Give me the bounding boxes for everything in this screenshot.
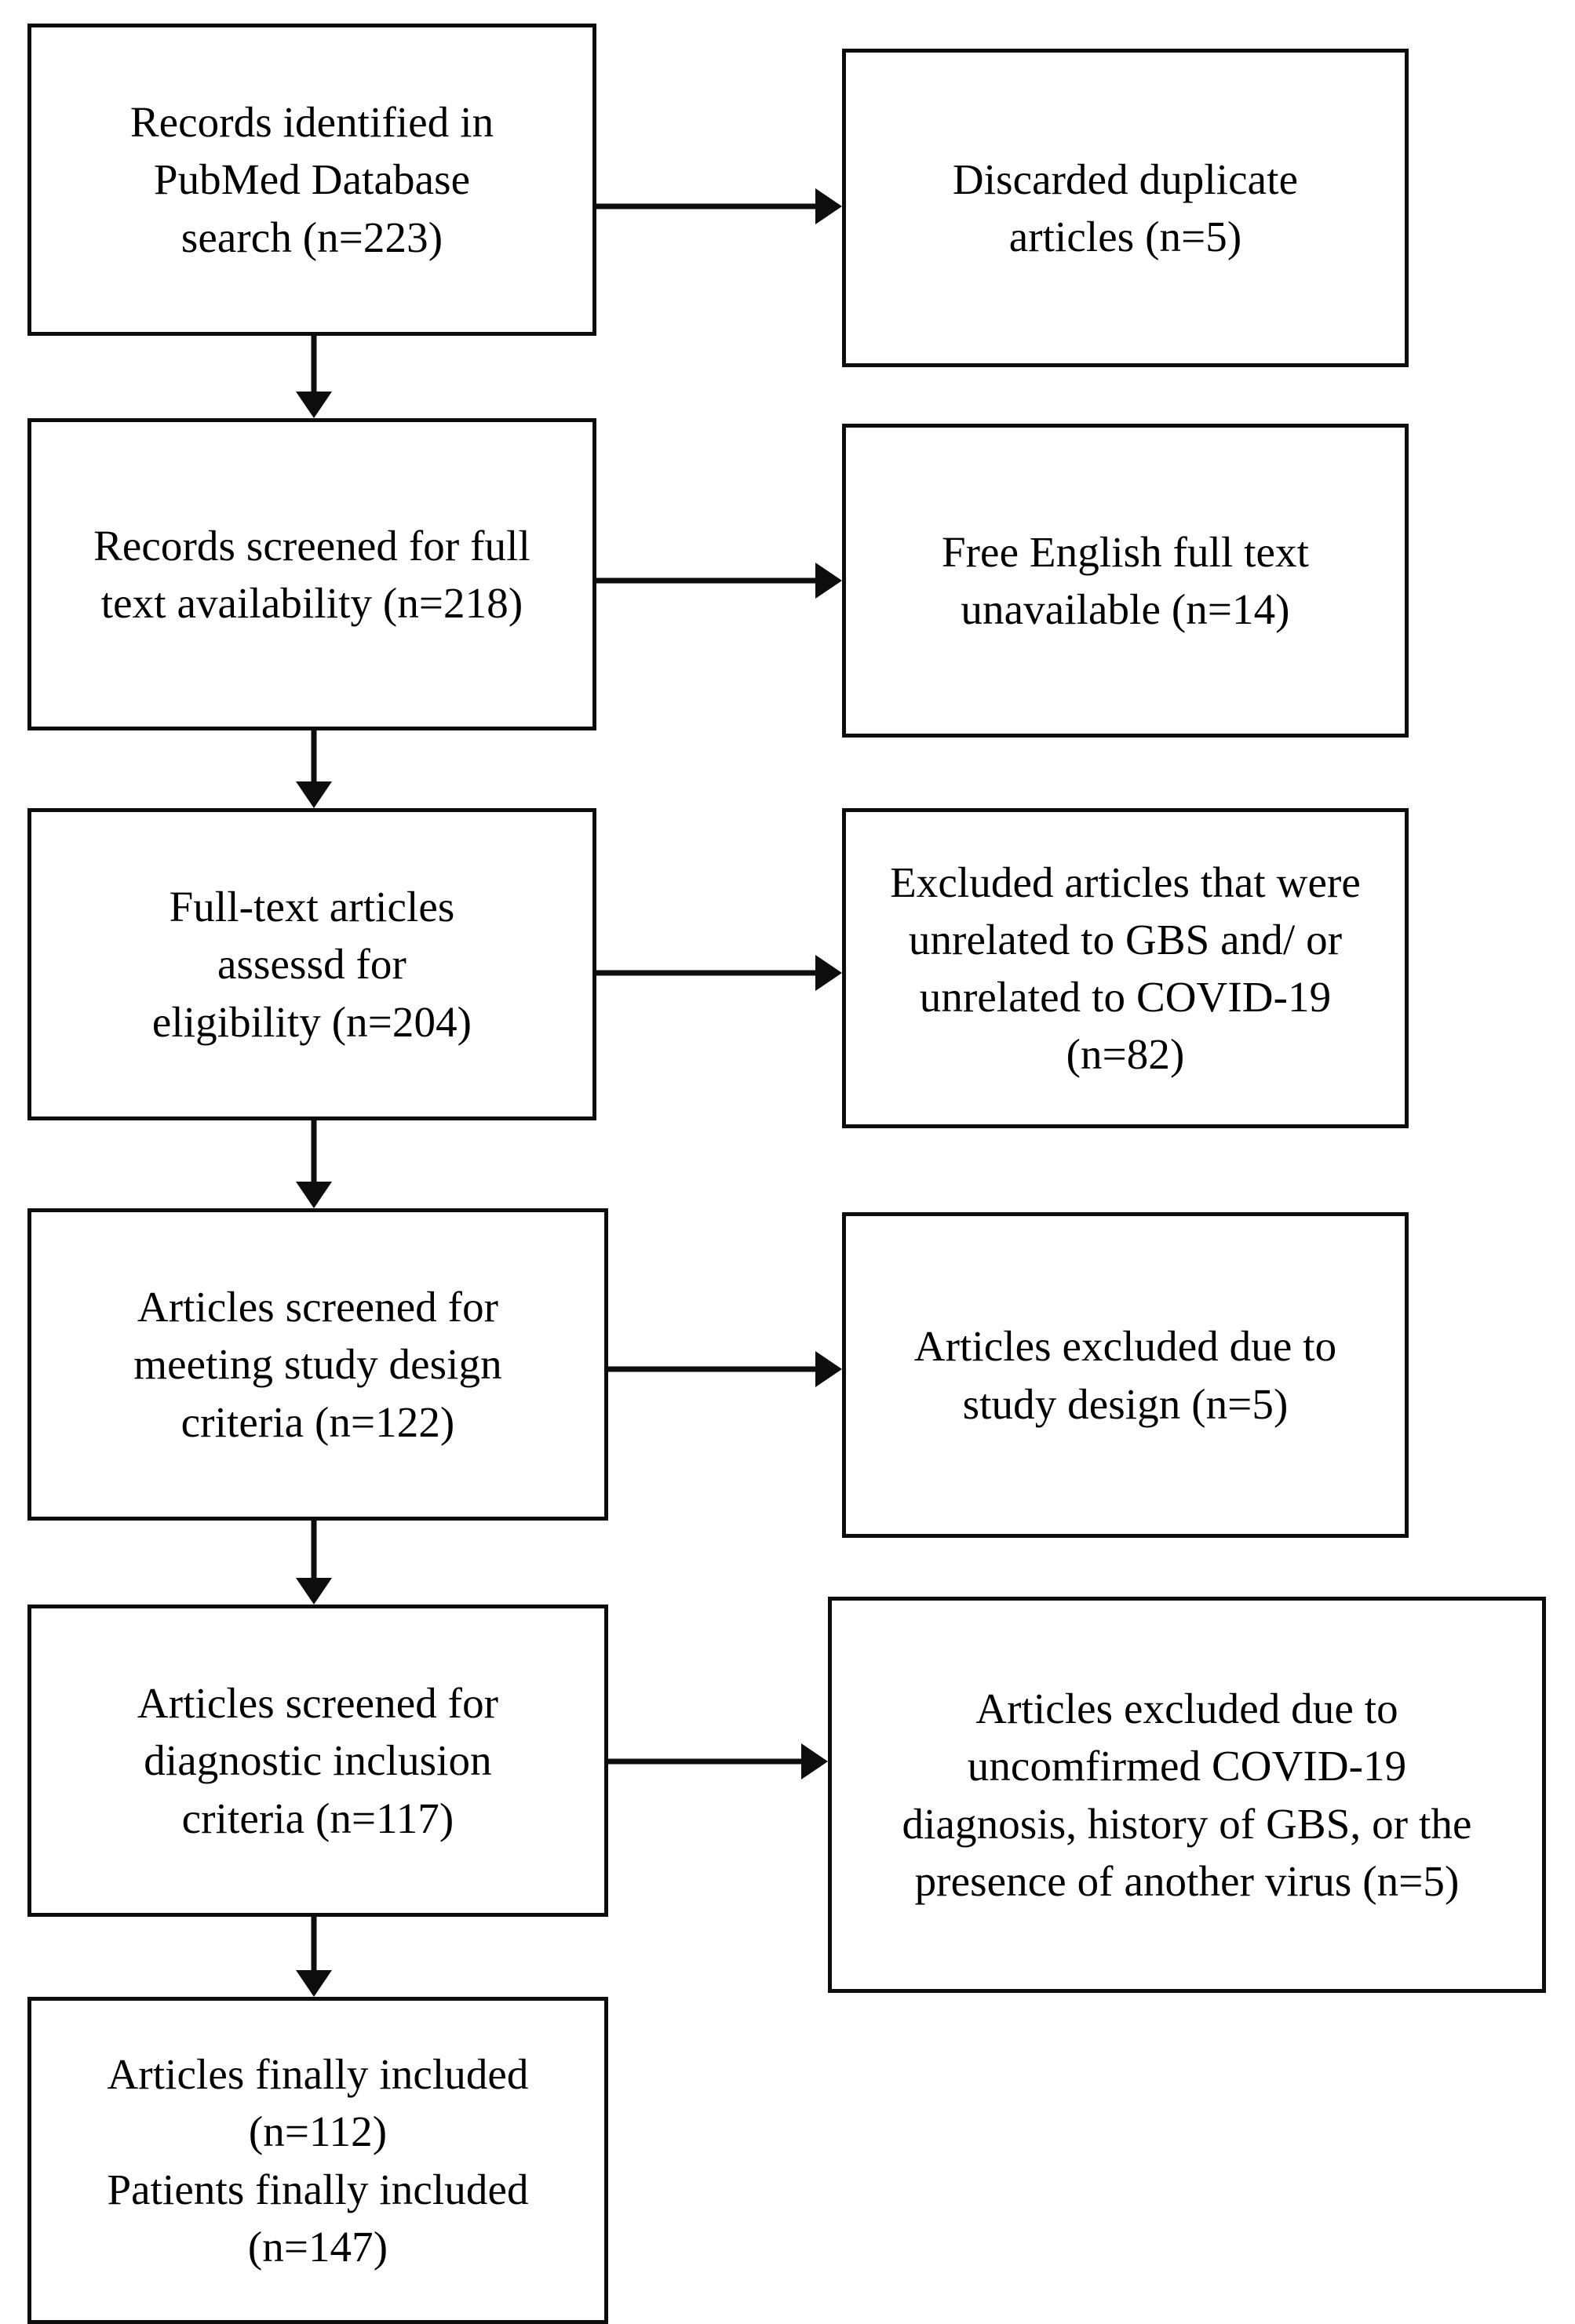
flow-box-label: Discarded duplicate articles (n=5) [952,155,1299,260]
flow-box-records-identified: Records identified in PubMed Database se… [27,24,596,336]
flow-box-articles-screened-diagnostic: Articles screened for diagnostic inclusi… [27,1605,608,1917]
arrow-shaft [596,203,818,209]
flow-box-records-screened-full-text: Records screened for full text availabil… [27,418,596,730]
flow-box-label: Excluded articles that were unrelated to… [890,858,1361,1079]
arrow-shaft [596,577,818,584]
flow-box-full-text-unavailable: Free English full text unavailable (n=14… [842,424,1409,738]
flow-box-articles-screened-study-design: Articles screened for meeting study desi… [27,1208,608,1521]
flow-box-label: Articles screened for meeting study desi… [133,1283,502,1446]
flow-box-label: Records screened for full text availabil… [93,521,530,627]
flow-box-discarded-duplicates: Discarded duplicate articles (n=5) [842,49,1409,367]
flow-box-excluded-study-design: Articles excluded due to study design (n… [842,1212,1409,1538]
arrow-head [296,1970,332,1997]
flow-box-label: Articles excluded due to uncomfirmed COV… [902,1685,1472,1905]
flow-box-label: Articles finally included (n=112) Patien… [107,2050,529,2271]
flow-box-label: Articles screened for diagnostic inclusi… [137,1679,499,1842]
arrow-head [801,1743,828,1779]
arrow-head [296,392,332,418]
flow-box-label: Full-text articles assessd for eligibili… [151,883,472,1046]
flow-box-excluded-diagnosis: Articles excluded due to uncomfirmed COV… [828,1597,1546,1993]
arrow-shaft [311,730,317,785]
arrow-shaft [311,1521,317,1581]
arrow-head [815,1351,842,1387]
arrow-head [296,1578,332,1605]
flow-box-unrelated-gbs-covid: Excluded articles that were unrelated to… [842,808,1409,1128]
arrow-head [815,188,842,224]
arrow-shaft [311,1917,317,1973]
arrow-shaft [311,336,317,395]
arrow-shaft [608,1366,818,1372]
arrow-shaft [596,970,818,976]
arrow-head [296,1182,332,1208]
flow-box-full-text-assessed: Full-text articles assessd for eligibili… [27,808,596,1120]
flow-box-label: Records identified in PubMed Database se… [129,98,494,261]
arrow-shaft [311,1120,317,1185]
flow-box-label: Free English full text unavailable (n=14… [941,527,1310,633]
flow-box-articles-finally-included: Articles finally included (n=112) Patien… [27,1997,608,2324]
arrow-head [815,955,842,991]
arrow-head [815,563,842,599]
arrow-shaft [608,1758,804,1765]
flow-box-label: Articles excluded due to study design (n… [913,1322,1337,1428]
arrow-head [296,781,332,808]
